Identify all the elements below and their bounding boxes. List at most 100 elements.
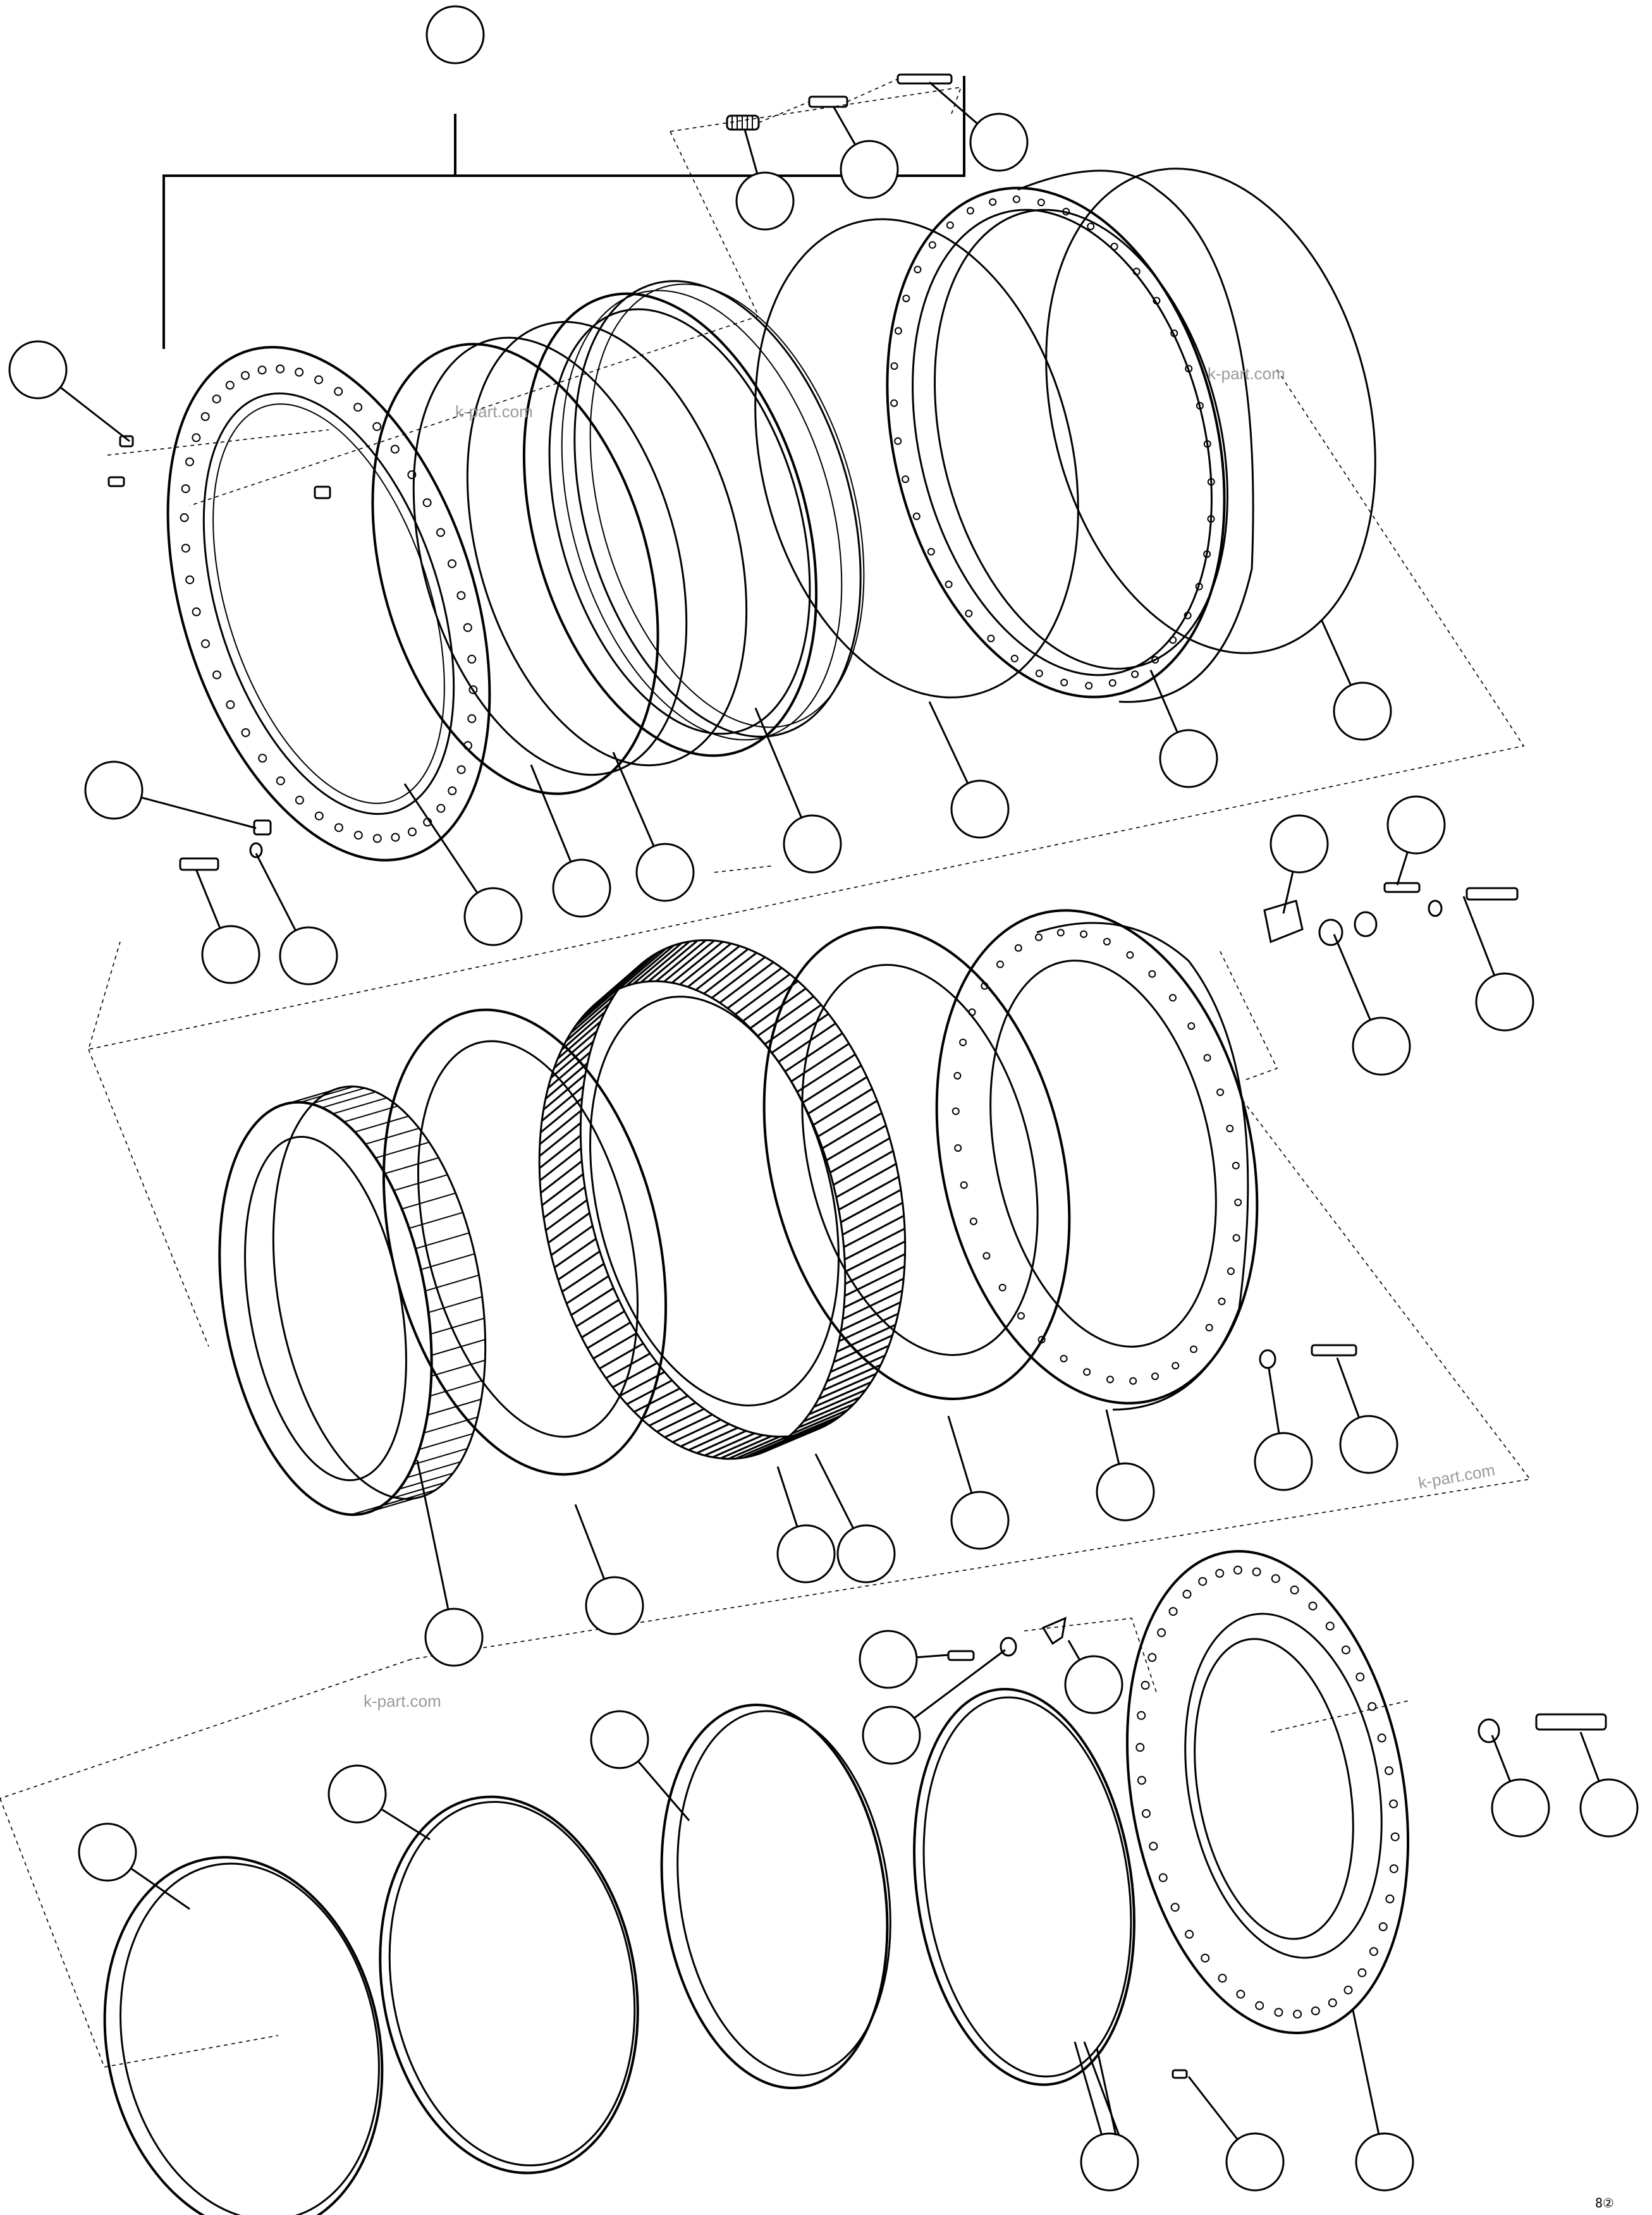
bolt-hole xyxy=(1207,515,1215,523)
spline-tooth xyxy=(401,1192,456,1210)
bolt-hole xyxy=(225,381,235,390)
callout-balloon[interactable] xyxy=(1064,1655,1123,1714)
callout-balloon[interactable] xyxy=(840,140,899,199)
callout-balloon[interactable] xyxy=(635,843,695,902)
callout-balloon[interactable] xyxy=(783,814,842,874)
callout-balloon[interactable] xyxy=(1355,2132,1414,2192)
friction-plate xyxy=(382,1008,668,1476)
bolt-hole xyxy=(185,457,194,467)
bolt-hole xyxy=(1311,2006,1320,2016)
callout-balloon[interactable] xyxy=(969,113,1029,172)
callout-balloon[interactable] xyxy=(590,1710,649,1769)
callout-balloon[interactable] xyxy=(463,887,523,946)
bolt-hole xyxy=(185,575,195,585)
callout-balloon[interactable] xyxy=(859,1630,918,1689)
callout-balloon[interactable] xyxy=(1491,1778,1550,1838)
bolt-hole xyxy=(1158,1873,1168,1882)
bolt-hole xyxy=(894,437,902,445)
disc-hatch-line xyxy=(539,1135,582,1169)
callout-balloon[interactable] xyxy=(862,1705,921,1765)
spline-tooth xyxy=(362,1498,416,1515)
callout-balloon[interactable] xyxy=(776,1524,836,1583)
callout-balloon[interactable] xyxy=(201,925,260,984)
disc-hatch-line xyxy=(838,1176,900,1211)
callout-balloon[interactable] xyxy=(836,1524,896,1583)
callout-balloon[interactable] xyxy=(552,858,611,918)
callout-balloon[interactable] xyxy=(8,340,68,400)
bolt-hole xyxy=(1355,1672,1365,1681)
callout-balloon[interactable] xyxy=(1270,814,1329,874)
disc-hatch-line xyxy=(618,948,667,990)
bolt-hole xyxy=(1215,1568,1225,1578)
bolt-hole xyxy=(1234,1199,1242,1207)
disc-hatch-line xyxy=(548,1212,590,1244)
callout-balloon[interactable] xyxy=(1225,2132,1285,2192)
callout-balloon[interactable] xyxy=(1352,1016,1411,1076)
callout-balloon[interactable] xyxy=(1339,1415,1398,1474)
callout-balloon[interactable] xyxy=(1159,729,1218,788)
disc-hatch-line xyxy=(818,1372,877,1400)
bolt-hole xyxy=(894,327,902,335)
bolt-hole xyxy=(1110,243,1118,250)
callout-balloon[interactable] xyxy=(1475,972,1534,1032)
bolt-hole xyxy=(456,591,466,601)
leader-line xyxy=(403,783,479,894)
bolt-hole xyxy=(1252,1567,1261,1577)
bolt-hole xyxy=(1135,1743,1145,1752)
bolt-hole xyxy=(1142,1809,1151,1818)
bolt-hole xyxy=(390,444,400,454)
callout-balloon[interactable] xyxy=(1333,681,1392,741)
disc-hatch-line xyxy=(840,1188,902,1223)
bolt-hole xyxy=(192,433,201,442)
disc-hatch-line xyxy=(640,941,690,984)
callout-balloon[interactable] xyxy=(327,1764,387,1824)
disc-pack xyxy=(538,939,907,1460)
callout-balloon[interactable] xyxy=(424,1608,484,1667)
callout-balloon[interactable] xyxy=(585,1576,644,1635)
spline-tooth xyxy=(333,1097,387,1114)
disc-hatch-line xyxy=(587,1321,631,1350)
bolt-hole xyxy=(1017,1312,1025,1320)
disc-hatch-line xyxy=(561,1011,606,1051)
callout-balloon[interactable] xyxy=(279,926,338,985)
bolt-hole xyxy=(1080,930,1088,938)
bolt-hole xyxy=(981,982,989,990)
callout-balloon[interactable] xyxy=(950,779,1010,839)
leader-line xyxy=(754,707,802,819)
callout-balloon[interactable] xyxy=(84,760,144,820)
callout-balloon[interactable] xyxy=(950,1491,1010,1550)
disc-hatch-line xyxy=(550,1040,594,1079)
bolt-hole xyxy=(1203,1054,1211,1062)
bolt-hole xyxy=(1195,582,1203,590)
callout-balloon[interactable] xyxy=(78,1822,137,1882)
disc-hatch-line xyxy=(712,1434,764,1458)
top-hardware xyxy=(107,73,953,871)
callout-balloon[interactable] xyxy=(1386,795,1446,855)
watermark-3: k-part.com xyxy=(1417,1460,1496,1492)
bolt-hole xyxy=(1035,669,1043,678)
callout-balloon[interactable] xyxy=(1254,1432,1313,1491)
leader-line xyxy=(416,1460,450,1610)
callout-balloon[interactable] xyxy=(1579,1778,1639,1838)
callout-balloon[interactable] xyxy=(735,171,795,231)
bolt-hole xyxy=(353,403,363,412)
bolt-hole xyxy=(1137,1776,1146,1785)
disc-hatch-line xyxy=(671,941,724,984)
callout-balloon[interactable] xyxy=(1080,2132,1139,2192)
balloon-assembly[interactable] xyxy=(425,5,485,64)
bolt-hole xyxy=(391,833,400,842)
leader-line xyxy=(1396,851,1409,886)
bolt-hole xyxy=(1169,994,1177,1002)
disc-hatch-line xyxy=(612,1362,658,1388)
disc-hatch-line xyxy=(711,956,766,999)
disc-hatch-line xyxy=(807,1076,867,1114)
disc-hatch-line xyxy=(797,1403,855,1429)
disc-hatch-line xyxy=(817,1100,878,1138)
callout-balloon[interactable] xyxy=(1096,1462,1155,1522)
bolt-hole xyxy=(1389,1799,1398,1809)
spline-tooth xyxy=(343,1105,398,1123)
bolt-hole xyxy=(181,484,190,494)
disc-hatch-line xyxy=(750,1432,805,1457)
bolt-hole xyxy=(1341,1645,1350,1655)
leader-line xyxy=(130,1867,190,1910)
